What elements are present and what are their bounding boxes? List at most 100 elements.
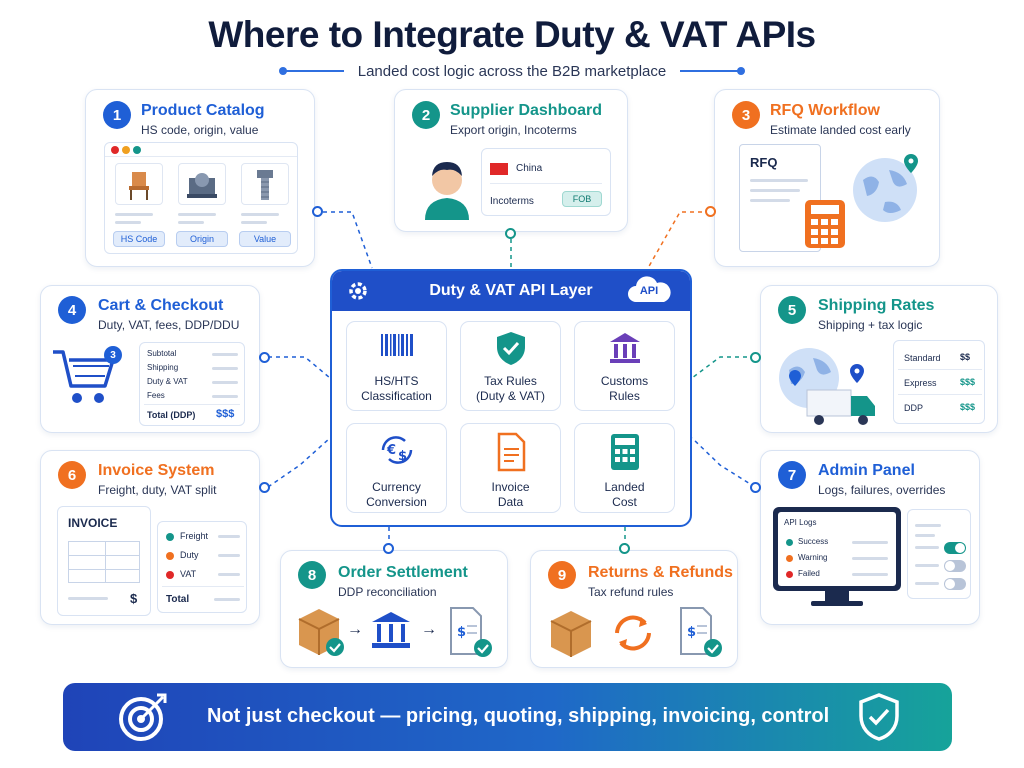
text-line	[852, 541, 888, 544]
calculator-icon	[611, 434, 639, 470]
card-returns-refunds[interactable]: 9 Returns & Refunds Tax refund rules $	[530, 550, 738, 668]
tile-label-line1: Tax Rules	[484, 374, 537, 388]
tile-label-line2: Classification	[361, 389, 432, 403]
bottom-banner: Not just checkout — pricing, quoting, sh…	[63, 683, 952, 751]
cart-summary-panel: Subtotal Shipping Duty & VAT Fees Total …	[139, 342, 245, 426]
rate-value: $$$	[960, 377, 976, 387]
legend-dot-duty	[166, 552, 174, 560]
incoterms-badge: FOB	[562, 191, 602, 207]
card-rfq-workflow[interactable]: 3 RFQ Workflow Estimate landed cost earl…	[714, 89, 940, 267]
monitor-base	[811, 601, 863, 606]
invoice-split-panel: Freight Duty VAT Total	[157, 521, 247, 613]
tile-invoice-data[interactable]: Invoice Data	[460, 423, 561, 513]
package-check-icon	[298, 609, 344, 656]
total-label: Total	[166, 594, 190, 605]
connector-port-4	[259, 352, 270, 363]
card-title: Admin Panel	[818, 462, 915, 479]
rate-label: Standard	[904, 353, 941, 363]
text-line	[115, 221, 141, 224]
connector-port-8	[383, 543, 394, 554]
svg-text:$: $	[398, 449, 407, 464]
legend-label: Duty	[180, 550, 199, 560]
rate-label: DDP	[904, 403, 924, 413]
connector-port-1	[312, 206, 323, 217]
window-dot-red	[111, 146, 119, 154]
toggle-off[interactable]	[944, 578, 966, 590]
invoice-table	[68, 541, 140, 583]
package-icon	[550, 611, 592, 657]
card-supplier-dashboard[interactable]: 2 Supplier Dashboard Export origin, Inco…	[394, 89, 628, 232]
svg-text:$: $	[457, 625, 466, 640]
tile-label-line1: Currency	[372, 480, 421, 494]
divider	[898, 394, 982, 395]
text-line	[178, 221, 204, 224]
card-title: RFQ Workflow	[770, 102, 880, 119]
card-subtitle: Estimate landed cost early	[770, 123, 911, 137]
connector-port-3	[705, 206, 716, 217]
card-shipping-rates[interactable]: 5 Shipping Rates Shipping + tax logic St…	[760, 285, 998, 433]
connector-port-5	[750, 352, 761, 363]
duty-vat-api-layer[interactable]: Duty & VAT API Layer API HS/HTS Classifi…	[330, 269, 692, 527]
card-admin-panel[interactable]: 7 Admin Panel Logs, failures, overrides …	[760, 450, 980, 625]
step-number-badge: 6	[58, 461, 86, 489]
shield-check-icon	[497, 332, 525, 365]
barcode-icon	[381, 334, 413, 356]
subtitle-row: Landed cost logic across the B2B marketp…	[0, 60, 1024, 82]
card-title: Shipping Rates	[818, 297, 935, 314]
card-invoice-system[interactable]: 6 Invoice System Freight, duty, VAT spli…	[40, 450, 260, 625]
summary-row-label: Fees	[147, 391, 165, 400]
arrow-right-icon: →	[347, 621, 363, 638]
subtitle-line-right	[680, 67, 746, 75]
tile-label-line2: (Duty & VAT)	[476, 389, 545, 403]
tile-label-line1: Invoice	[491, 480, 530, 494]
legend-label: Freight	[180, 531, 209, 541]
monitor-stand	[825, 591, 849, 601]
tile-landed-cost[interactable]: Landed Cost	[574, 423, 675, 513]
svg-text:$: $	[687, 625, 696, 640]
card-product-catalog[interactable]: 1 Product Catalog HS code, origin, value…	[85, 89, 315, 267]
text-line	[852, 573, 888, 576]
subtitle-line-left	[278, 67, 344, 75]
text-line	[212, 395, 238, 398]
log-dot-warning	[786, 555, 793, 562]
currency-exchange-icon: €$	[381, 436, 413, 464]
card-title: Invoice System	[98, 462, 215, 479]
log-label: Success	[798, 537, 829, 546]
card-cart-checkout[interactable]: 4 Cart & Checkout Duty, VAT, fees, DDP/D…	[40, 285, 260, 433]
card-subtitle: Duty, VAT, fees, DDP/DDU	[98, 318, 240, 332]
divider	[490, 183, 602, 184]
legend-label: VAT	[180, 569, 197, 579]
text-line	[915, 564, 939, 567]
tile-tax-rules[interactable]: Tax Rules (Duty & VAT)	[460, 321, 561, 411]
tile-currency-conversion[interactable]: €$ Currency Conversion	[346, 423, 447, 513]
page-title: Where to Integrate Duty & VAT APIs	[208, 14, 816, 55]
bank-icon	[610, 333, 640, 363]
card-subtitle: DDP reconciliation	[338, 585, 437, 599]
card-title: Returns & Refunds	[588, 564, 733, 581]
override-toggles-panel	[907, 509, 971, 599]
tile-hs-classification[interactable]: HS/HTS Classification	[346, 321, 447, 411]
text-line	[68, 597, 108, 600]
toggle-off[interactable]	[944, 560, 966, 572]
card-order-settlement[interactable]: 8 Order Settlement DDP reconciliation → …	[280, 550, 508, 668]
card-title: Product Catalog	[141, 102, 265, 119]
calculator-icon	[805, 200, 845, 248]
step-number-badge: 4	[58, 296, 86, 324]
china-flag-icon	[490, 163, 508, 175]
step-number-badge: 1	[103, 101, 131, 129]
arrow-right-icon: →	[421, 621, 437, 638]
machine-part-icon	[178, 163, 226, 205]
toggle-on[interactable]	[944, 542, 966, 554]
page-subtitle: Landed cost logic across the B2B marketp…	[357, 62, 667, 80]
card-title: Supplier Dashboard	[450, 102, 603, 119]
log-dot-success	[786, 539, 793, 546]
incoterms-label: Incoterms	[490, 196, 534, 207]
divider	[162, 586, 244, 587]
card-subtitle: Freight, duty, VAT split	[98, 483, 217, 497]
supplier-avatar	[417, 150, 477, 220]
tile-customs-rules[interactable]: Customs Rules	[574, 321, 675, 411]
rfq-doc-label: RFQ	[750, 155, 778, 170]
text-line	[915, 534, 935, 537]
text-line	[218, 535, 240, 538]
text-line	[212, 353, 238, 356]
